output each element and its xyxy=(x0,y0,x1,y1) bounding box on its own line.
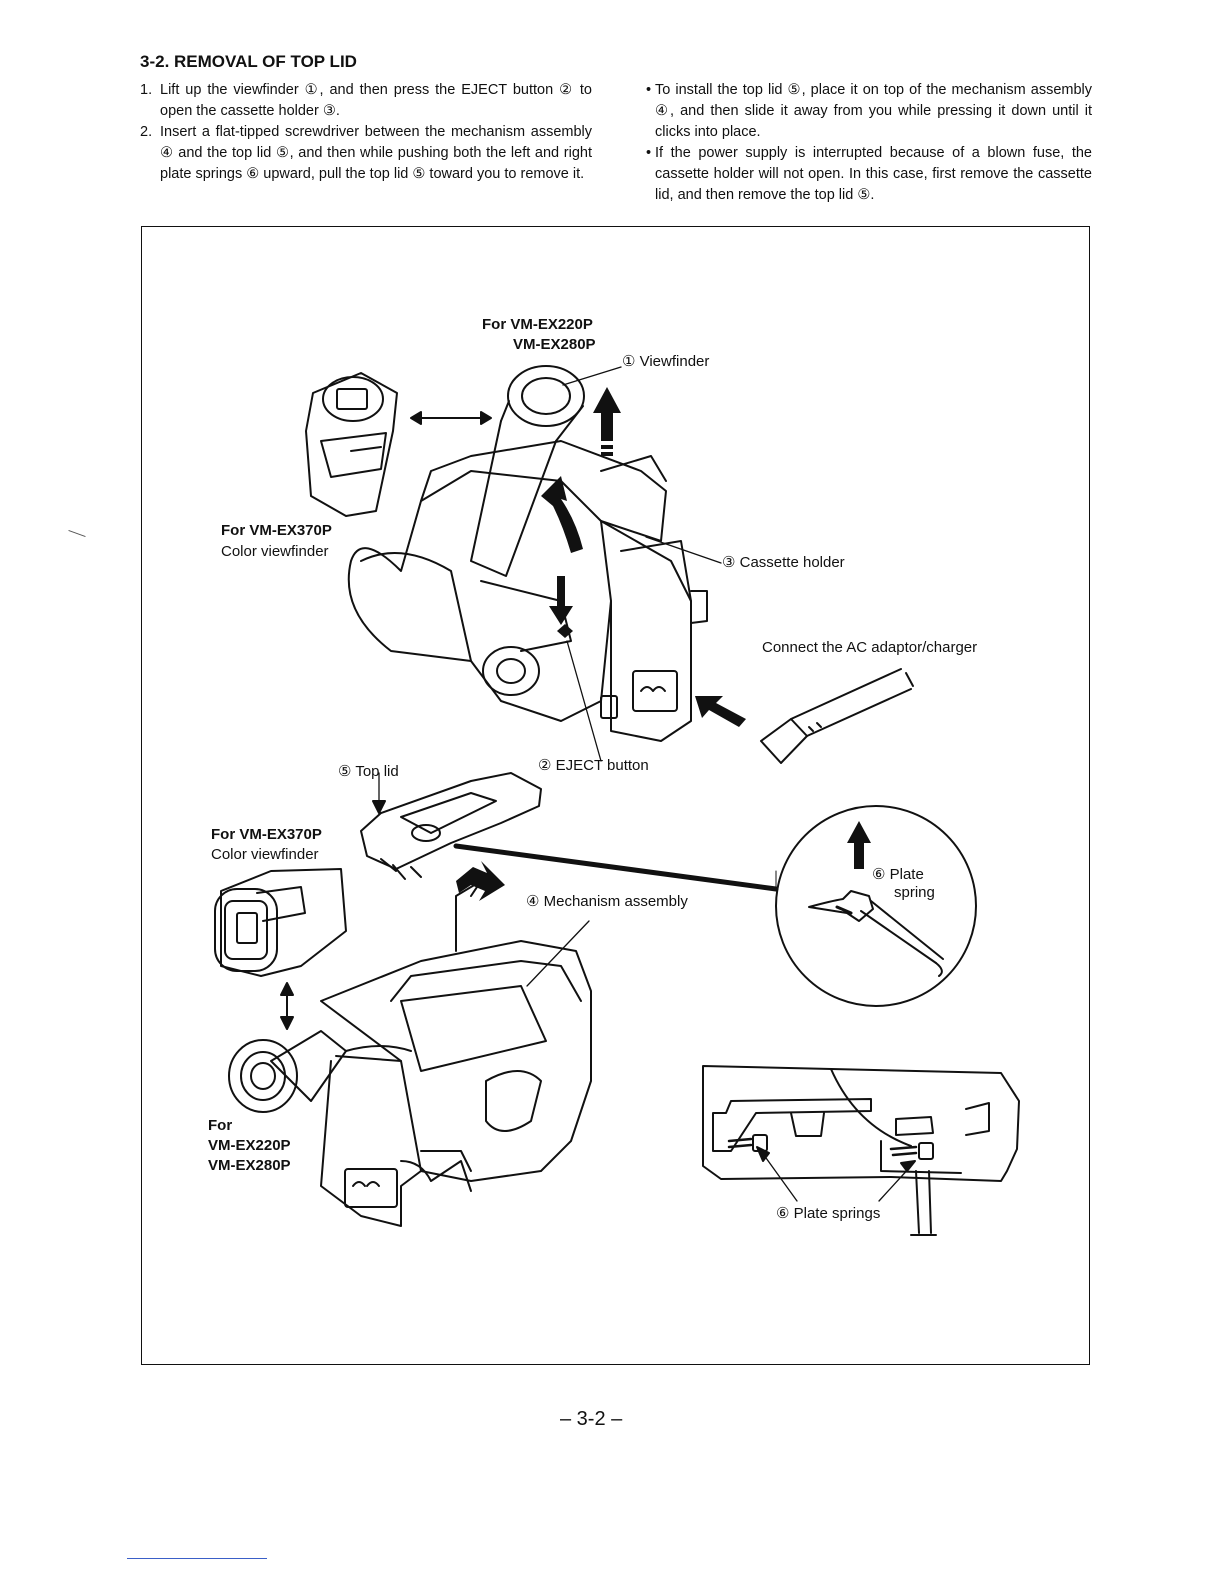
note-1: • To install the top lid ⑤, place it on … xyxy=(646,80,1092,143)
page-number: – 3-2 – xyxy=(560,1408,623,1430)
curved-arrow-icon xyxy=(541,476,583,553)
mount-arrow-icon xyxy=(456,861,505,901)
ac-adaptor-label: Connect the AC adaptor/charger xyxy=(762,639,978,656)
disassembly-illustration xyxy=(214,365,1020,1236)
leader-lines-upper xyxy=(562,366,722,762)
cassette-holder-label: ③ Cassette holder xyxy=(722,554,845,571)
camcorder-lower xyxy=(320,880,592,1227)
eject-button-label: ② EJECT button xyxy=(538,757,649,774)
ex220-lower-label-line1: For xyxy=(208,1117,233,1134)
top-lid-part xyxy=(360,772,542,880)
footer-rule xyxy=(127,1558,267,1559)
ex370-upper-model-label: For VM-EX370P xyxy=(221,522,332,539)
bullet-icon: • xyxy=(646,145,652,161)
ex370-upper-desc-label: Color viewfinder xyxy=(221,543,329,560)
steps-column: 1. Lift up the viewfinder ①, and then pr… xyxy=(140,80,592,185)
viewfinder-raised xyxy=(470,365,585,577)
color-viewfinder-upper xyxy=(305,372,398,517)
top-lid-label: ⑤ Top lid xyxy=(338,763,399,780)
plate-spring-label-line2: spring xyxy=(894,884,935,901)
detail-up-arrow-icon xyxy=(847,821,871,869)
screwdriver-shaft xyxy=(453,843,779,892)
step-number: 2. xyxy=(140,124,153,140)
note-2: • If the power supply is interrupted bec… xyxy=(646,143,1092,206)
model-label-top-line2: VM-EX280P xyxy=(513,336,596,353)
insert-arrow-icon xyxy=(695,696,746,727)
note-text: If the power supply is interrupted becau… xyxy=(655,145,1092,203)
notes-column: • To install the top lid ⑤, place it on … xyxy=(646,80,1092,206)
step-text: Insert a flat-tipped screwdriver between… xyxy=(160,124,592,182)
ac-adaptor-plug xyxy=(760,668,914,764)
bullet-icon: • xyxy=(646,82,652,98)
plate-springs-label: ⑥ Plate springs xyxy=(776,1205,881,1222)
note-text: To install the top lid ⑤, place it on to… xyxy=(655,82,1092,140)
section-title: 3-2. REMOVAL OF TOP LID xyxy=(140,52,357,71)
edge-mark xyxy=(68,529,86,538)
model-label-top-line1: For VM-EX220P xyxy=(482,316,593,333)
ex370-lower-model-label: For VM-EX370P xyxy=(211,826,322,843)
step-text: Lift up the viewfinder ①, and then press… xyxy=(160,82,592,119)
step-1: 1. Lift up the viewfinder ①, and then pr… xyxy=(140,80,592,122)
down-arrow-icon xyxy=(549,576,573,638)
plate-spring-label-line1: ⑥ Plate xyxy=(872,866,924,883)
vertical-swap-arrow xyxy=(280,982,294,1030)
step-2: 2. Insert a flat-tipped screwdriver betw… xyxy=(140,122,592,185)
up-arrow-icon xyxy=(593,387,621,456)
viewfinder-lower xyxy=(228,1030,347,1113)
step-number: 1. xyxy=(140,82,153,98)
ex220-lower-label-line2: VM-EX220P xyxy=(208,1137,291,1154)
color-viewfinder-lower xyxy=(214,868,347,977)
figure-frame: For VM-EX220P VM-EX280P ① Viewfinder For… xyxy=(141,226,1090,1365)
ex220-lower-label-line3: VM-EX280P xyxy=(208,1157,291,1174)
ex370-lower-desc-label: Color viewfinder xyxy=(211,846,319,863)
mechanism-label: ④ Mechanism assembly xyxy=(526,893,688,910)
plate-spring-detail xyxy=(775,805,977,1007)
viewfinder-label: ① Viewfinder xyxy=(622,353,710,370)
leader-lines-lower xyxy=(526,920,590,987)
camcorder-upper xyxy=(347,440,708,742)
swap-arrow xyxy=(410,411,492,425)
plate-springs-inset xyxy=(702,1065,1020,1236)
